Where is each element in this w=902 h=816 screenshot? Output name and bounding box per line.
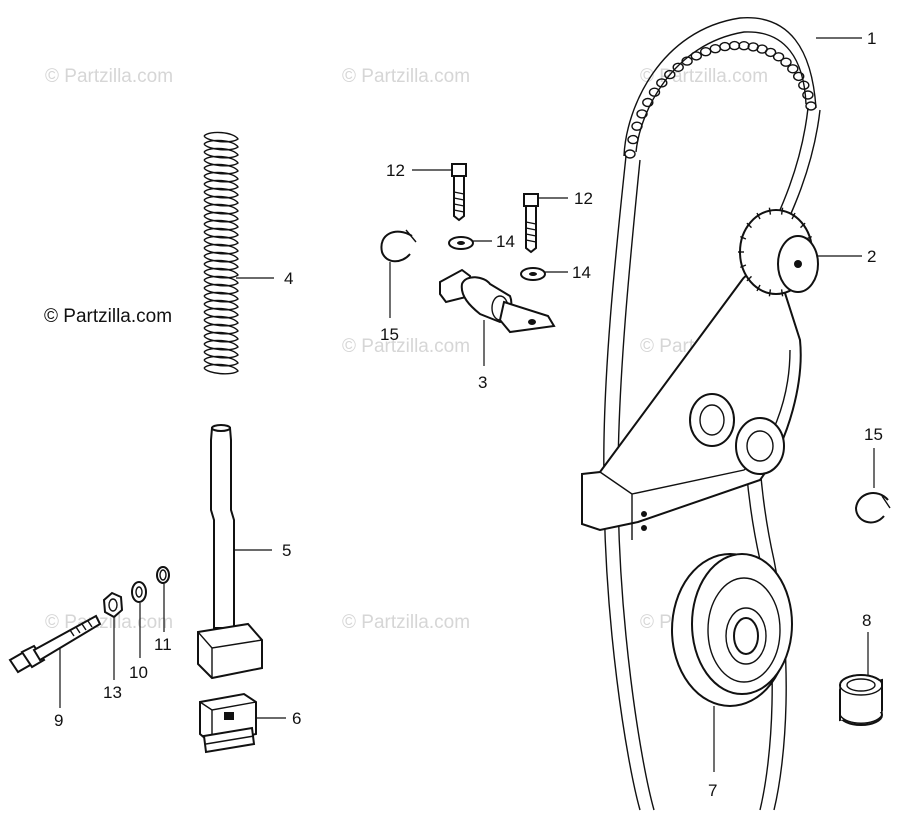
callout-14a: 14	[496, 232, 515, 251]
callout-5: 5	[282, 541, 291, 560]
watermark: © Partzilla.com	[342, 612, 470, 633]
circlip-part	[854, 448, 891, 524]
washer-small-part	[448, 236, 492, 250]
spring-part	[203, 131, 274, 375]
callout-3: 3	[478, 373, 487, 392]
slider-block-part	[199, 692, 286, 754]
nut-part	[102, 591, 124, 680]
bolt-small-part	[523, 193, 568, 254]
callout-11: 11	[154, 635, 172, 654]
watermark: © Partzilla.com	[342, 336, 470, 357]
lock-washer-part	[156, 566, 170, 632]
watermarks: © Partzilla.com © Partzilla.com © Partzi…	[45, 66, 768, 633]
callout-2: 2	[867, 247, 876, 266]
callout-15a: 15	[380, 325, 399, 344]
callout-9: 9	[54, 711, 63, 730]
callout-6: 6	[292, 709, 301, 728]
watermark: © Partzilla.com	[45, 66, 173, 87]
washer-small-part	[520, 267, 568, 281]
callout-1: 1	[867, 29, 876, 48]
callout-8: 8	[862, 611, 871, 630]
circlip-part	[380, 229, 417, 318]
callout-10: 10	[129, 663, 148, 682]
bolt-small-part	[412, 163, 467, 222]
callout-13: 13	[103, 683, 122, 702]
callout-12a: 12	[386, 161, 405, 180]
watermark: © Partzilla.com	[640, 66, 768, 87]
tensioner-rod-part	[197, 424, 272, 680]
watermark: © Partzilla.com	[342, 66, 470, 87]
callout-4: 4	[284, 269, 293, 288]
tensioner-arm-part	[581, 207, 862, 540]
callout-12b: 12	[574, 189, 593, 208]
callout-15b: 15	[864, 425, 883, 444]
callout-labels: 1 2 3 4 5 6 7 8 9 10 11 12 12 13 14 14 1…	[54, 29, 883, 800]
washer-part	[131, 581, 147, 658]
collar-part	[839, 632, 883, 726]
bolt-part	[8, 614, 102, 708]
copyright-text: © Partzilla.com	[44, 306, 172, 327]
callout-14b: 14	[572, 263, 591, 282]
callout-7: 7	[708, 781, 717, 800]
pivot-shaft-part	[439, 268, 556, 366]
guide-roller-part	[671, 553, 793, 772]
